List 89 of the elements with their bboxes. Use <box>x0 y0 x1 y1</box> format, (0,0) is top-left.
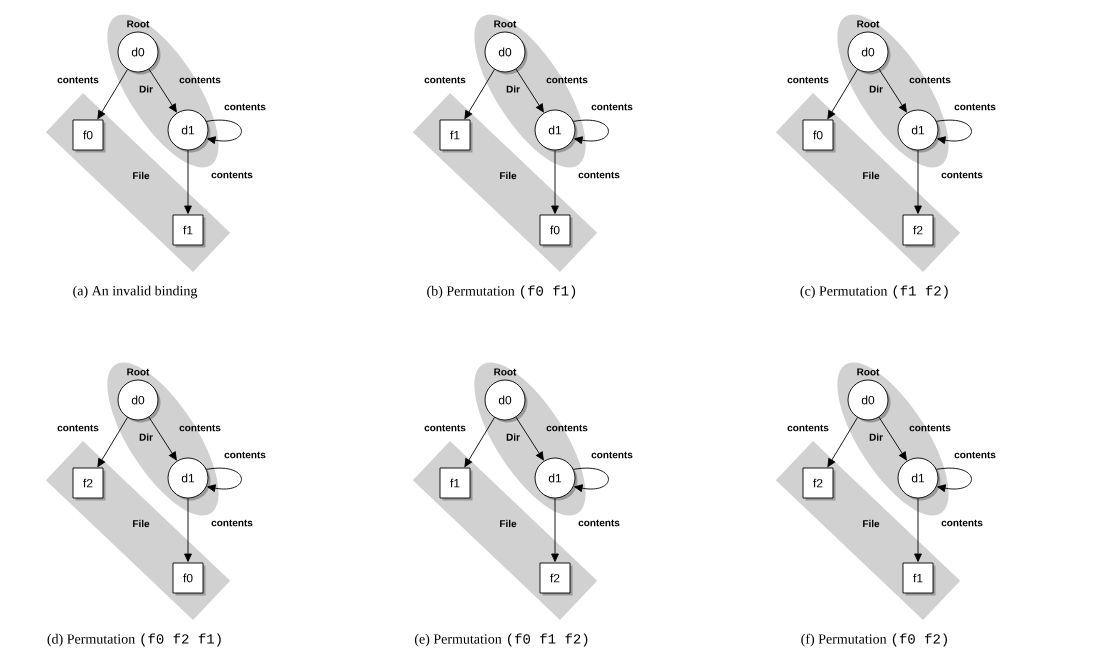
edge-label: contents <box>424 76 466 84</box>
arrow <box>936 119 972 144</box>
circle-node: d0 <box>117 379 161 423</box>
arrow <box>97 69 128 120</box>
caption-code: (f0 f2) <box>892 633 947 647</box>
arrow <box>97 417 128 468</box>
circle-node: d0 <box>484 379 528 423</box>
square-node: f2 <box>902 214 936 248</box>
edge-label: contents <box>211 171 253 179</box>
arrow <box>827 417 858 468</box>
edge-label: contents <box>179 76 221 84</box>
arrow <box>914 150 922 214</box>
root-label: Root <box>857 20 880 28</box>
square-node: f1 <box>439 119 473 153</box>
arrow <box>914 498 922 562</box>
arrow <box>184 150 192 214</box>
square-node: f2 <box>539 562 573 596</box>
circle-node: d1 <box>897 109 941 153</box>
arrow <box>515 416 544 461</box>
arrow <box>515 68 544 113</box>
edge-label: contents <box>224 103 266 111</box>
edge-label: contents <box>546 424 588 432</box>
edge-label: contents <box>224 451 266 459</box>
edge-label: contents <box>787 424 829 432</box>
circle-node: d1 <box>167 109 211 153</box>
arrow <box>206 119 242 144</box>
circle-node: d0 <box>847 379 891 423</box>
edge-label: contents <box>909 76 951 84</box>
root-label: Root <box>127 20 150 28</box>
square-node: f0 <box>72 119 106 153</box>
square-node: f2 <box>802 467 836 501</box>
square-node: f0 <box>539 214 573 248</box>
circle-node: d0 <box>847 31 891 75</box>
arrow <box>148 68 177 113</box>
root-label: Root <box>494 20 517 28</box>
edge-label: contents <box>941 519 983 527</box>
edge-label: contents <box>787 76 829 84</box>
caption: (d) Permutation <box>47 633 135 647</box>
caption-code: (f0 f2 f1) <box>141 633 221 647</box>
edge-label: contents <box>941 171 983 179</box>
caption-code: (f0 f1 f2) <box>508 633 588 647</box>
square-node: f1 <box>902 562 936 596</box>
edge-label: contents <box>954 103 996 111</box>
arrow <box>464 69 495 120</box>
circle-node: d0 <box>117 31 161 75</box>
circle-node: d1 <box>897 457 941 501</box>
arrow <box>148 416 177 461</box>
edge-label: contents <box>424 424 466 432</box>
arrow <box>573 119 609 144</box>
caption: (f) Permutation <box>801 633 887 647</box>
edge-label: contents <box>57 76 99 84</box>
arrow <box>827 69 858 120</box>
arrow <box>878 68 907 113</box>
circle-node: d1 <box>534 109 578 153</box>
root-label: Root <box>494 368 517 376</box>
square-node: f1 <box>439 467 473 501</box>
root-label: Root <box>857 368 880 376</box>
caption: (e) Permutation <box>414 633 502 647</box>
square-node: f1 <box>172 214 206 248</box>
arrow <box>206 467 242 492</box>
circle-node: d1 <box>167 457 211 501</box>
edge-label: contents <box>591 103 633 111</box>
square-node: f0 <box>802 119 836 153</box>
square-node: f0 <box>172 562 206 596</box>
root-label: Root <box>127 368 150 376</box>
arrow <box>878 416 907 461</box>
caption-code: (f1 f2) <box>893 285 948 299</box>
caption: (c) Permutation <box>800 285 888 299</box>
square-node: f2 <box>72 467 106 501</box>
edge-label: contents <box>57 424 99 432</box>
edge-label: contents <box>909 424 951 432</box>
arrow <box>551 498 559 562</box>
caption: (b) Permutation <box>427 285 515 299</box>
edge-label: contents <box>546 76 588 84</box>
arrow <box>464 417 495 468</box>
arrow <box>551 150 559 214</box>
arrow <box>573 467 609 492</box>
arrow <box>184 498 192 562</box>
edge-label: contents <box>591 451 633 459</box>
caption-code: (f0 f1) <box>521 285 576 299</box>
edge-label: contents <box>179 424 221 432</box>
edge-label: contents <box>954 451 996 459</box>
edge-label: contents <box>211 519 253 527</box>
caption: (a) An invalid binding <box>73 285 198 299</box>
circle-node: d1 <box>534 457 578 501</box>
edge-label: contents <box>578 171 620 179</box>
arrow <box>936 467 972 492</box>
edge-label: contents <box>578 519 620 527</box>
circle-node: d0 <box>484 31 528 75</box>
